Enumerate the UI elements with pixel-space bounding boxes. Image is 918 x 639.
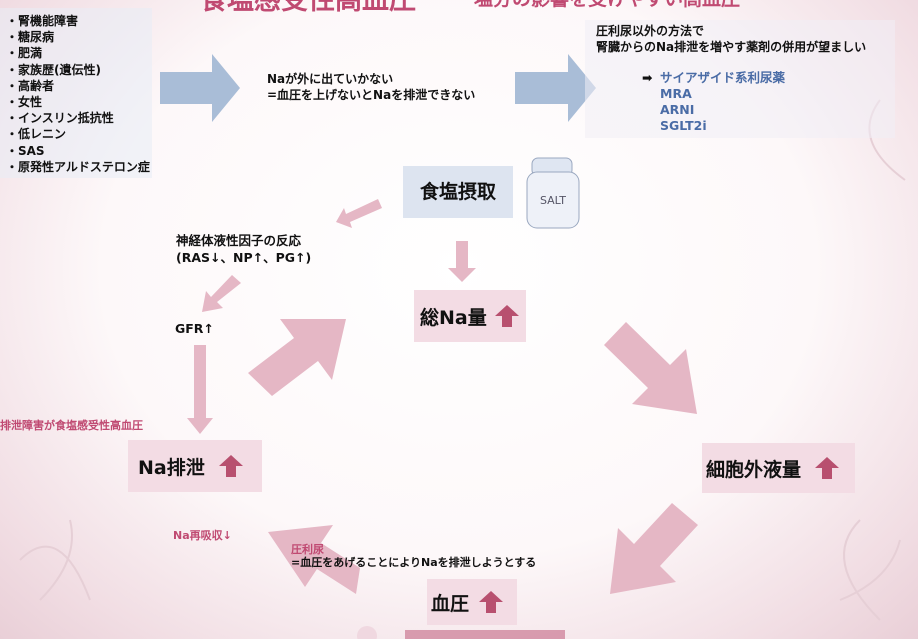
page-subtitle: ー塩分の影響を受けやすい高血圧 [455,0,740,11]
drug-item: SGLT2i [660,118,707,133]
risk-factor-item: ・家族歴(遺伝性) [6,62,101,77]
salt-jar-icon: SALT [526,157,580,229]
risk-factor-item: ・腎機能障害 [6,14,79,28]
arrow-gfr-to-excretion-icon [187,345,213,434]
up-arrow-icon [479,591,504,613]
up-arrow-icon [815,457,840,479]
risk-factor-item: ・糖尿病 [6,30,55,45]
salt-jar-label: SALT [540,194,566,207]
risk-factor-item: ・肥満 [6,46,43,61]
drug-item: サイアザイド系利尿薬 [660,70,786,85]
excretion-disorder-note: 排泄障害が食塩感受性高血圧 [0,419,143,432]
arrow-na-to-ecf-icon [604,322,697,414]
page-title: 食塩感受性高血圧 [200,0,416,16]
total-na-box: 総Na量 [414,290,526,342]
drug-item: ARNI [660,102,695,117]
flow-arrow-2-icon [515,54,596,122]
arrow-ecf-to-bp-icon [610,503,698,594]
arrow-bp-to-excretion-icon [268,525,360,594]
recommendation-line2: 腎臓からのNa排泄を増やす薬剤の併用が望ましい [596,40,867,54]
middle-note-line2: =血圧を上げないとNaを排泄できない [267,88,476,102]
arrow-neuro-to-gfr-icon [202,275,241,312]
drug-list: サイアザイド系利尿薬 MRA ARNI SGLT2i [660,70,785,134]
risk-factor-item: ・高齢者 [6,78,55,93]
drug-item: MRA [660,86,692,101]
recommendation-panel [585,20,895,138]
footer-logo-icon [357,626,565,639]
neuro-factor-line2: (RAS↓、NP↑、PG↑) [176,250,312,265]
up-arrow-icon [218,455,243,477]
leaf-decoration-icon [19,99,906,621]
up-arrow-icon [494,305,519,327]
reabsorption-note: Na再吸収↓ [173,529,232,542]
na-excretion-label: Na排泄 [138,456,205,479]
risk-factor-panel [0,8,152,178]
risk-factor-item: ・女性 [6,95,43,110]
arrow-salt-to-neuro-icon [336,199,382,228]
risk-factor-item: ・インスリン抵抗性 [6,111,114,126]
middle-note: Naが外に出ていかない =血圧を上げないとNaを排泄できない [267,71,475,103]
neuro-factor-note: 神経体液性因子の反応 (RAS↓、NP↑、PG↑) [176,232,311,266]
bp-label: 血圧 [431,592,470,615]
middle-note-line1: Naが外に出ていかない [267,72,394,86]
recommendation-text: 圧利尿以外の方法で 腎臓からのNa排泄を増やす薬剤の併用が望ましい [596,23,866,55]
ecf-label: 細胞外液量 [706,458,802,481]
recommendation-line1: 圧利尿以外の方法で [596,24,705,38]
salt-intake-box: 食塩摂取 [403,166,513,218]
risk-factor-item: ・原発性アルドステロン症 [6,159,150,174]
ecf-box: 細胞外液量 [702,443,855,493]
bp-box: 血圧 [427,579,517,625]
total-na-label: 総Na量 [420,306,487,329]
na-excretion-box: Na排泄 [128,440,262,492]
gfr-label: GFR↑ [175,321,214,336]
pressure-diuresis-title: 圧利尿 [291,543,324,556]
recommend-arrow-icon: ➡ [642,70,653,85]
pressure-diuresis-desc: =血圧をあげることによりNaを排泄しようとする [291,556,537,569]
arrow-excretion-to-na-icon [248,319,346,396]
risk-factor-list: ・腎機能障害 ・糖尿病 ・肥満 ・家族歴(遺伝性) ・高齢者 ・女性 ・インスリ… [6,13,150,175]
neuro-factor-line1: 神経体液性因子の反応 [176,233,302,248]
risk-factor-item: ・低レニン [6,127,67,142]
flow-arrow-1-icon [160,54,240,122]
arrow-salt-to-na-icon [448,241,476,282]
risk-factor-item: ・SAS [6,143,45,158]
